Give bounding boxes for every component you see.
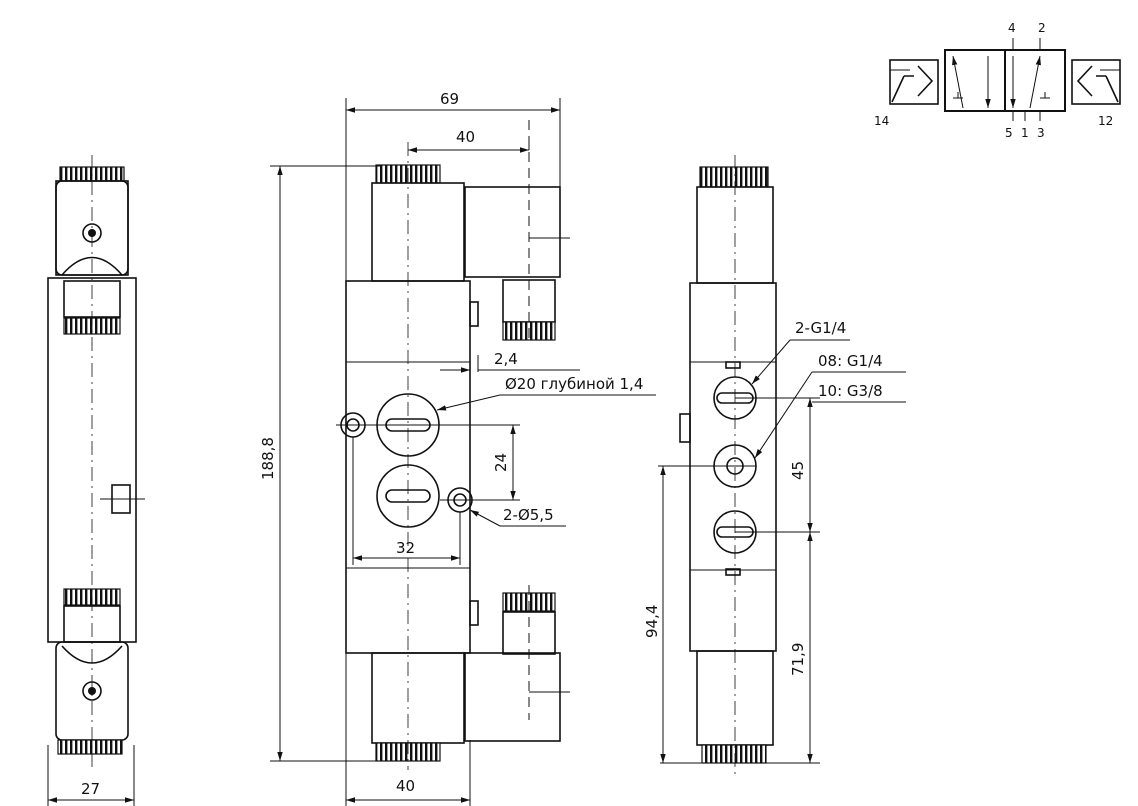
pilot-label-14: 14: [874, 114, 889, 128]
side-view: 27: [47, 155, 145, 806]
port-label-1: 1: [1021, 126, 1029, 140]
port-label-2: 2: [1038, 21, 1046, 35]
height-to-port-dim: 94,4: [643, 605, 661, 638]
port-10-callout: 10: G3/8: [818, 382, 883, 400]
valve-symbol: 4 2 5 1 3 14 12: [874, 21, 1121, 140]
side-width-dim: 27: [81, 780, 100, 798]
port-08-callout: 08: G1/4: [818, 352, 883, 370]
end-view: 2-G1/4 08: G1/4 10: G3/8 45 94,4 71,9: [643, 155, 906, 775]
coil-offset-dim: 40: [456, 128, 475, 146]
overall-height-dim: 188,8: [259, 437, 277, 480]
pilot-label-12: 12: [1098, 114, 1113, 128]
exhaust-port-callout: 2-G1/4: [795, 319, 846, 337]
port-label-3: 3: [1037, 126, 1045, 140]
body-width-dim: 40: [396, 777, 415, 795]
lower-height-dim: 71,9: [789, 643, 807, 676]
port-spacing-dim: 32: [396, 539, 415, 557]
recess-callout: Ø20 глубиной 1,4: [505, 375, 643, 393]
front-view: 69 40 188,8 2,4 Ø20 глубиной 1,4 24 2-Ø5…: [259, 90, 656, 806]
port-label-5: 5: [1005, 126, 1013, 140]
port-pitch-dim: 45: [789, 461, 807, 480]
overall-width-dim: 69: [440, 90, 459, 108]
port-label-4: 4: [1008, 21, 1016, 35]
mount-holes-callout: 2-Ø5,5: [503, 506, 554, 524]
hole-spacing-dim: 24: [492, 453, 510, 472]
recess-depth-dim: 2,4: [494, 350, 518, 368]
